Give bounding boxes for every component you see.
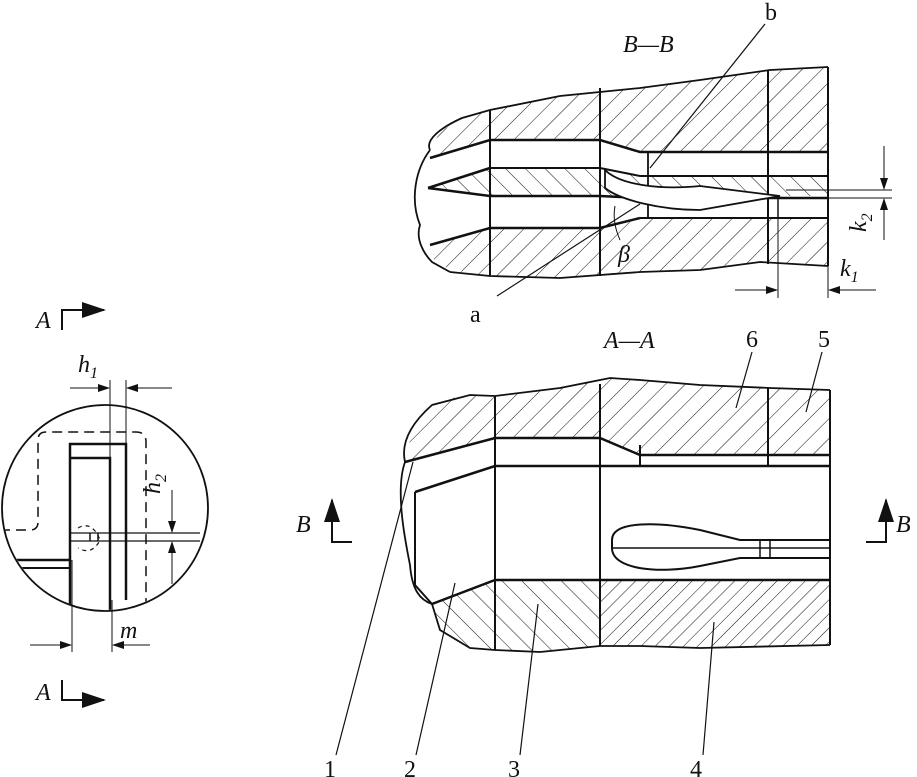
part-label-3: 3 <box>508 757 520 777</box>
cut-marker-b-right: B <box>896 512 911 538</box>
label-b: b <box>765 0 777 26</box>
bb-teardrop-slot <box>604 167 781 211</box>
cut-marker-a-bottom: A <box>34 680 51 706</box>
dim-h2: h2 <box>140 474 170 494</box>
dim-h1: h1 <box>78 352 98 382</box>
bb-outline-left <box>413 149 451 273</box>
label-a: a <box>470 302 481 328</box>
section-aa-title: A—A <box>602 328 655 354</box>
aa-lower-right-block <box>600 580 830 648</box>
aa-teardrop-slot <box>611 523 831 571</box>
section-bb-view: B—B b a β k2 k1 <box>413 0 892 328</box>
bb-outline-top <box>428 66 829 151</box>
aa-lower-block <box>432 580 600 652</box>
dim-k2: k2 <box>846 213 876 232</box>
bb-lower-die-block <box>430 218 828 278</box>
detail-circle <box>1 404 209 612</box>
part-label-5: 5 <box>818 327 830 353</box>
cut-marker-b-left: B <box>296 512 311 538</box>
detail-view: h1 h2 m A A <box>1 302 209 708</box>
part-label-4: 4 <box>690 757 702 777</box>
part-label-6: 6 <box>746 327 758 353</box>
section-aa-view: B B A—A 1 2 3 4 5 6 <box>296 327 911 777</box>
dim-m: m <box>120 618 137 644</box>
part-label-2: 2 <box>404 757 416 777</box>
section-bb-title: B—B <box>623 32 674 58</box>
cut-marker-a-top: A <box>34 308 51 334</box>
aa-upper-block <box>405 378 830 462</box>
bb-upper-die-block <box>430 67 828 158</box>
part-label-1: 1 <box>324 757 336 777</box>
dim-k1: k1 <box>840 256 859 286</box>
angle-beta: β <box>617 242 630 268</box>
